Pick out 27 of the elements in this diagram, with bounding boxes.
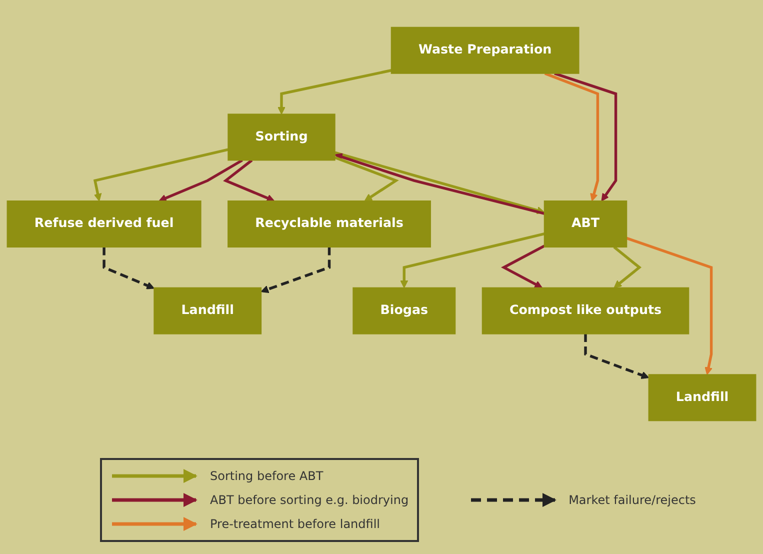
node-box: Compost like outputs [482,287,690,334]
node-box: Sorting [228,114,336,161]
arrow [626,236,713,375]
legend-text: Sorting before ABT [210,469,324,483]
arrow [544,72,600,202]
arrow [613,246,642,288]
arrow [334,156,399,202]
node-box: Biogas [352,287,456,334]
arrow [102,247,154,290]
node-box: Refuse derived fuel [6,200,202,248]
arrow [158,159,243,202]
legend-text: Market failure/rejects [568,493,696,507]
node-box: ABT [544,200,628,248]
node-box: Recyclable materials [228,200,431,248]
arrow [584,334,650,379]
arrow [500,244,545,288]
arrow [278,69,392,114]
node-box: Landfill [648,374,756,422]
arrow [223,159,275,202]
node-box: Waste Preparation [390,26,580,74]
legend-text: ABT before sorting e.g. biodrying [210,493,409,507]
arrow [260,247,331,294]
arrow [400,232,545,288]
arrow [93,148,228,202]
arrow [554,72,618,202]
legend-text: Pre-treatment before landfill [210,517,380,531]
node-box: Landfill [154,287,262,334]
